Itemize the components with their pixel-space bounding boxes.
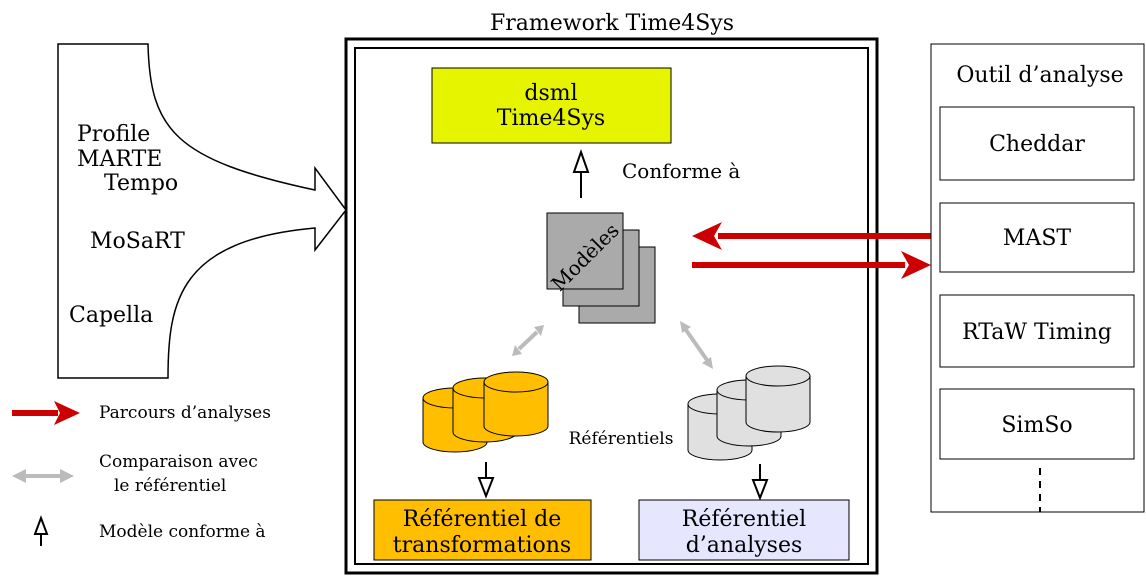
tool-box-rtaw: [939, 294, 1135, 368]
transform-repo-box: [373, 499, 592, 561]
legend-conforms-icon: [33, 515, 49, 546]
source-mosart: MoSaRT: [90, 229, 185, 254]
repositories-label: Référentiels: [569, 429, 674, 449]
conforms-arrow-head: [572, 148, 590, 173]
legend-red-arrow-icon: [12, 401, 80, 425]
tool-box-simso: [939, 388, 1135, 460]
tool-mast: MAST: [1003, 226, 1071, 251]
framework-inner-frame: [354, 47, 869, 565]
source-marte: MARTE: [77, 147, 162, 172]
dsml-line2: Time4Sys: [497, 106, 605, 131]
conforms-label: Conforme à: [622, 159, 740, 183]
tool-cheddar: Cheddar: [989, 132, 1085, 157]
comparison-arrow-right: [680, 321, 713, 369]
legend-gray-arrow-icon: [12, 469, 74, 483]
legend-analysis-path: Parcours d’analyses: [99, 403, 271, 423]
analysis-repo-box: [638, 499, 850, 561]
transform-repo-line2: transformations: [393, 533, 571, 558]
analysis-arrow-in: [692, 222, 931, 250]
dsml-box: [431, 67, 672, 144]
orange-cylinders: [422, 371, 549, 453]
framework-title: Framework Time4Sys: [490, 11, 734, 36]
dsml-line1: dsml: [524, 81, 577, 106]
legend-comparison-line1: Comparaison avec: [99, 452, 258, 472]
tool-box-mast: [939, 202, 1135, 273]
legend-comparison-line2: le référentiel: [114, 476, 226, 496]
legend-conforms: Modèle conforme à: [99, 522, 266, 542]
gray-cylinders: [687, 365, 811, 461]
conforms-arrow-analysis: [751, 464, 769, 501]
transform-repo-line1: Référentiel de: [403, 507, 561, 532]
analysis-repo-line1: Référentiel: [682, 507, 806, 532]
tool-box-cheddar: [939, 106, 1135, 181]
sources-arrow-shape: [57, 43, 347, 379]
analysis-arrow-out: [692, 251, 931, 279]
comparison-arrow-left: [512, 325, 544, 356]
tools-title: Outil d’analyse: [956, 63, 1123, 88]
analysis-repo-line2: d’analyses: [686, 533, 803, 558]
tool-rtaw: RTaW Timing: [962, 320, 1112, 345]
source-profile: Profile: [77, 122, 150, 147]
models-stack: [546, 212, 656, 324]
framework-outer-frame: [344, 37, 879, 575]
conforms-arrow-transform: [477, 462, 495, 499]
tool-simso: SimSo: [1001, 413, 1072, 438]
source-tempo: Tempo: [104, 171, 178, 196]
source-capella: Capella: [69, 303, 153, 328]
